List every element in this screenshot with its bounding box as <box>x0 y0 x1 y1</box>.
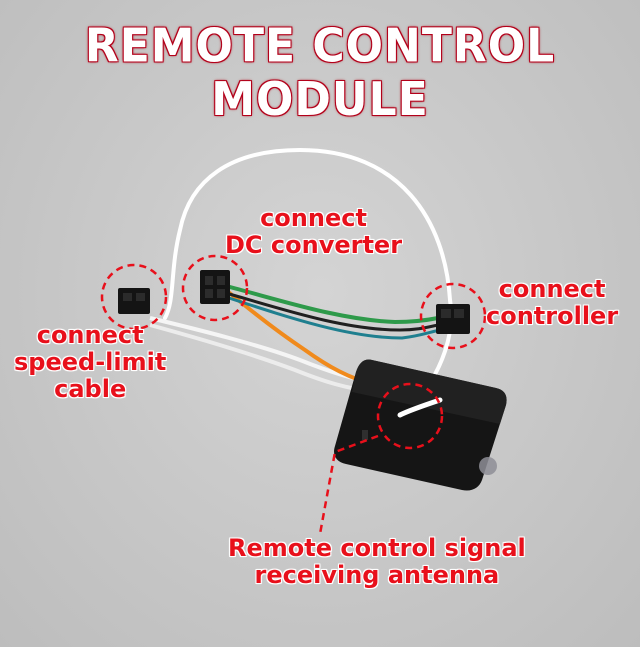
callout-dc-converter-line-2: DC converter <box>225 230 403 259</box>
callout-dc-converter-line-1: connect <box>260 204 367 232</box>
highlight-antenna <box>376 382 444 450</box>
callout-antenna-line-2: receiving antenna <box>254 560 500 589</box>
speed-limit-wire-b <box>149 323 376 394</box>
callout-antenna-line-1: Remote control signal <box>228 534 526 562</box>
dc-converter-connector <box>200 270 230 304</box>
antenna-exit <box>397 397 443 418</box>
orange-wire <box>224 288 373 386</box>
highlight-dc-converter <box>181 254 249 322</box>
receiver-module-box <box>334 359 507 491</box>
green-wire <box>225 284 439 325</box>
callout-speed-limit-line-2: speed-limit <box>14 347 167 376</box>
highlight-speed-limit <box>100 263 168 331</box>
highlight-controller <box>419 282 487 350</box>
callout-speed-limit-line-1: connect <box>36 321 144 349</box>
callout-controller-line-2: controller <box>486 301 619 330</box>
callout-speed-limit: connect speed-limit cable <box>14 322 166 403</box>
callout-dc-converter: connect DC converter <box>225 205 402 259</box>
callout-controller-line-1: connect <box>498 275 606 303</box>
callout-speed-limit-line-3: cable <box>54 374 127 403</box>
callout-antenna: Remote control signal receiving antenna <box>228 535 526 589</box>
callout-controller: connect controller <box>486 276 618 330</box>
speed-limit-connector <box>118 288 150 314</box>
antenna-leader-line <box>318 434 379 535</box>
black-wire <box>225 291 439 332</box>
controller-connector <box>436 304 470 334</box>
page-title: REMOTE CONTROL MODULE <box>84 19 556 127</box>
teal-wire <box>225 295 441 340</box>
